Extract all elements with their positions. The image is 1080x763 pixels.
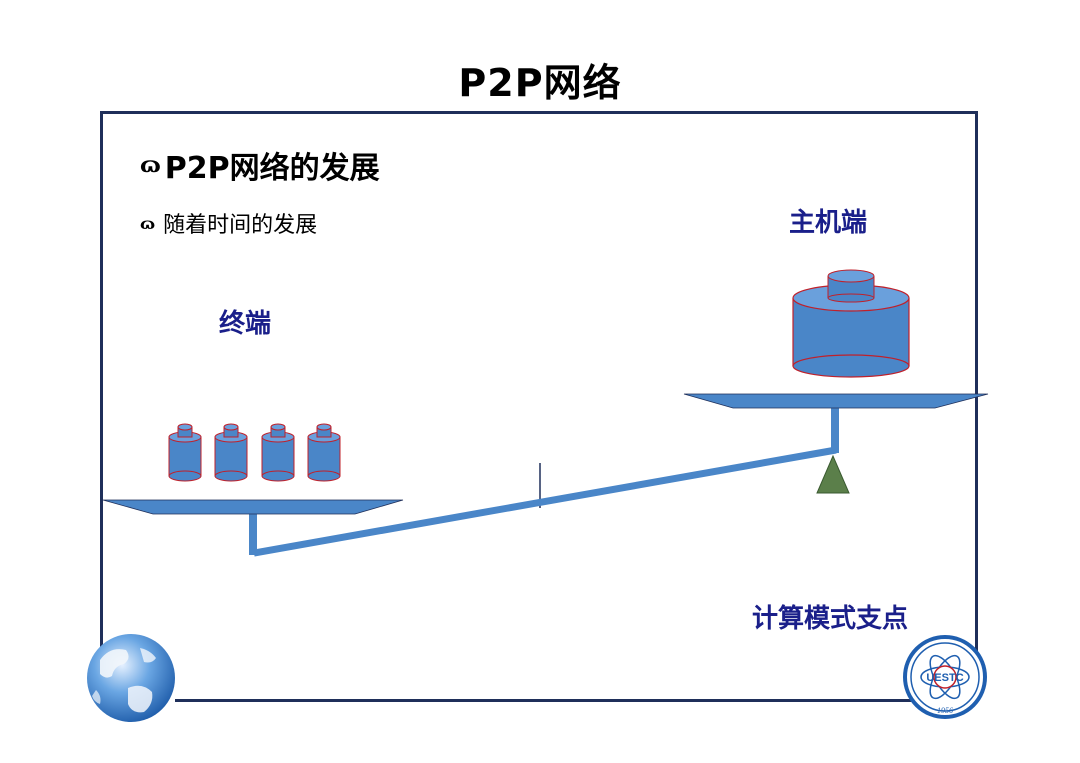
terminal-cylinder — [261, 423, 295, 482]
right-pan-stem — [831, 405, 839, 453]
bullet-sub: ɷ 随着时间的发展 — [140, 207, 317, 239]
bullet-sub-text: 随着时间的发展 — [163, 213, 318, 238]
host-label: 主机端 — [789, 208, 868, 238]
bullet-icon: ɷ — [140, 213, 156, 233]
host-cylinder — [792, 269, 910, 378]
fulcrum-triangle — [816, 454, 850, 494]
left-pan — [102, 499, 404, 515]
frame-bottom-line — [175, 699, 915, 702]
globe-icon — [87, 634, 175, 722]
balance-beam — [253, 446, 837, 557]
bullet-main: ɷ P2P网络的发展 — [140, 143, 380, 187]
fulcrum-label: 计算模式支点 — [752, 604, 909, 634]
terminal-cylinder — [168, 423, 202, 482]
content-frame — [100, 111, 978, 703]
terminal-label: 终端 — [219, 309, 272, 339]
uestc-logo-year: 1956 — [937, 706, 953, 715]
bullet-main-text: P2P网络的发展 — [164, 151, 380, 186]
terminal-cylinder — [214, 423, 248, 482]
terminal-cylinders — [168, 423, 341, 482]
left-pan-stem — [249, 513, 257, 555]
uestc-logo-text: UESTC — [926, 672, 963, 684]
terminal-cylinder — [307, 423, 341, 482]
uestc-logo: UESTC 1956 — [903, 635, 987, 719]
slide-title: P2P网络 — [458, 61, 622, 105]
bullet-icon: ɷ — [140, 152, 161, 178]
right-pan — [683, 393, 989, 409]
